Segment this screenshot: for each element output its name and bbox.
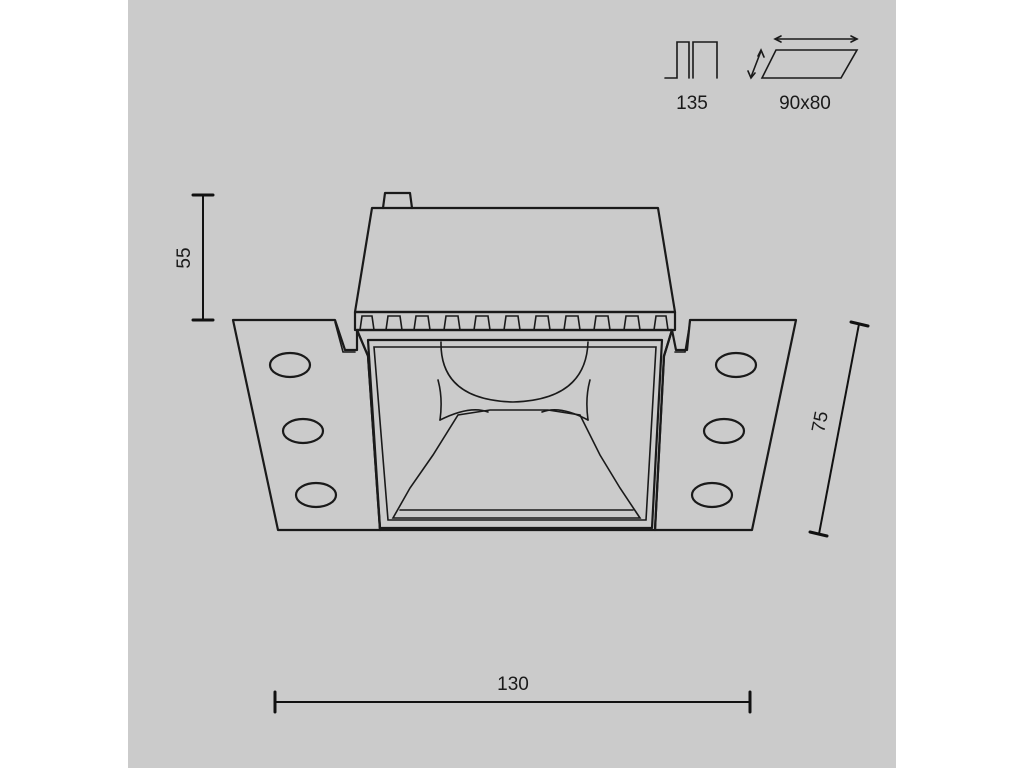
reflector-frame bbox=[366, 338, 664, 530]
right-mounting-wing bbox=[653, 318, 798, 532]
depth-dimension-line bbox=[808, 320, 870, 538]
drawing-canvas: 135 90x80 55 75 130 bbox=[128, 0, 896, 768]
mounting-hole bbox=[281, 417, 325, 445]
housing-body bbox=[353, 206, 677, 314]
technical-drawing: 135 90x80 55 75 130 bbox=[174, 35, 870, 714]
depth-dimension-label: 75 bbox=[808, 410, 833, 435]
led-dome bbox=[440, 341, 589, 403]
mounting-hole bbox=[702, 417, 746, 445]
cutout-size-label: 90x80 bbox=[779, 93, 831, 114]
mounting-hole bbox=[268, 351, 312, 379]
cutout-depth-icon bbox=[664, 41, 718, 79]
fixture-drawing bbox=[231, 191, 798, 532]
height-dimension-label: 55 bbox=[174, 247, 195, 268]
mounting-hole bbox=[690, 481, 734, 509]
outer-frame bbox=[355, 328, 674, 532]
height-dimension-line bbox=[191, 193, 215, 322]
cutout-depth-label: 135 bbox=[676, 93, 708, 114]
width-dimension-label: 130 bbox=[497, 674, 529, 695]
mounting-hole bbox=[714, 351, 758, 379]
cutout-size-icon bbox=[747, 35, 859, 80]
reflector-cone bbox=[391, 409, 642, 519]
connector-tab bbox=[381, 191, 414, 210]
width-dimension-line bbox=[273, 690, 752, 714]
mounting-hole bbox=[294, 481, 338, 509]
heatsink-ribs bbox=[353, 310, 677, 332]
left-mounting-wing bbox=[231, 318, 382, 532]
